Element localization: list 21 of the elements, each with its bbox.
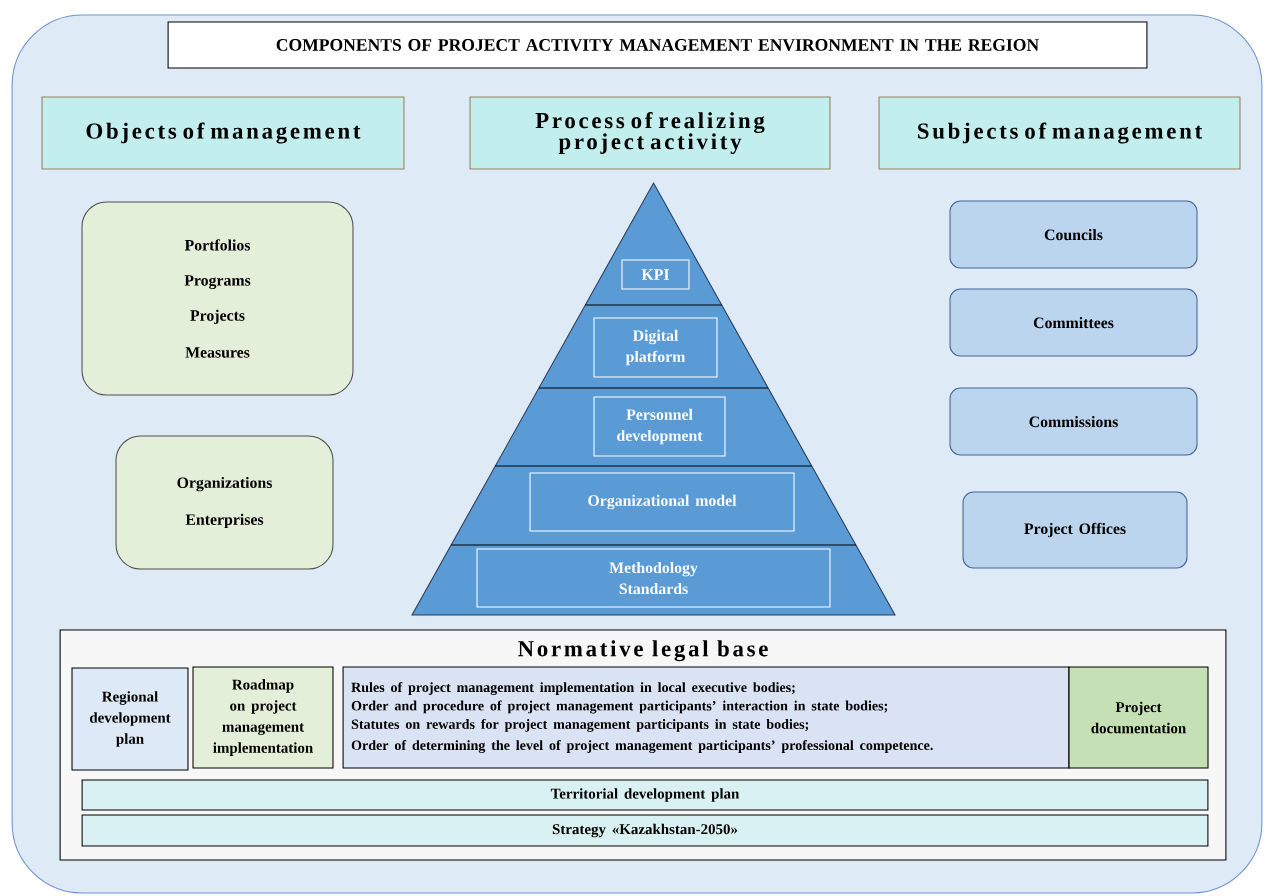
document-box: Project documentation xyxy=(1068,666,1209,769)
document-box: Roadmap on project management implementation xyxy=(192,666,334,769)
rules-box: Rules of project management implementation in local executive bodies; Order and procedure of project management participants’ interaction in state bodies; Statutes on rewards for project management participants in state bodies; Order of determining the level of project management participants’ professional competence. xyxy=(342,666,1070,769)
rounded-box: Commissions xyxy=(949,387,1198,456)
heading-box: Subjects of management xyxy=(878,96,1241,170)
layer-box: Organizational model xyxy=(529,472,795,532)
title-box: COMPONENTS OF PROJECT ACTIVITY MANAGEMENT ENVIRONMENT IN THE REGION xyxy=(167,21,1148,69)
rounded-box: Councils xyxy=(949,200,1198,269)
plan-bar: Territorial development plan xyxy=(81,779,1209,811)
rounded-box: Portfolios Programs Projects Measures xyxy=(81,201,354,396)
rounded-box: Organizations Enterprises xyxy=(115,435,334,570)
heading-box: Process of realizing project activity xyxy=(469,96,831,170)
layer-box: Methodology Standards xyxy=(476,548,831,608)
plan-bar: Strategy «Kazakhstan-2050» xyxy=(81,814,1209,847)
layer-box: Personnel development xyxy=(593,396,726,457)
rounded-box: Project Offices xyxy=(962,491,1188,569)
layer-box: KPI xyxy=(621,259,690,290)
heading-box: Objects of management xyxy=(41,96,405,170)
rounded-box: Committees xyxy=(949,288,1198,357)
document-box: Regional development plan xyxy=(71,667,189,771)
layer-box: Digital platform xyxy=(593,317,718,378)
